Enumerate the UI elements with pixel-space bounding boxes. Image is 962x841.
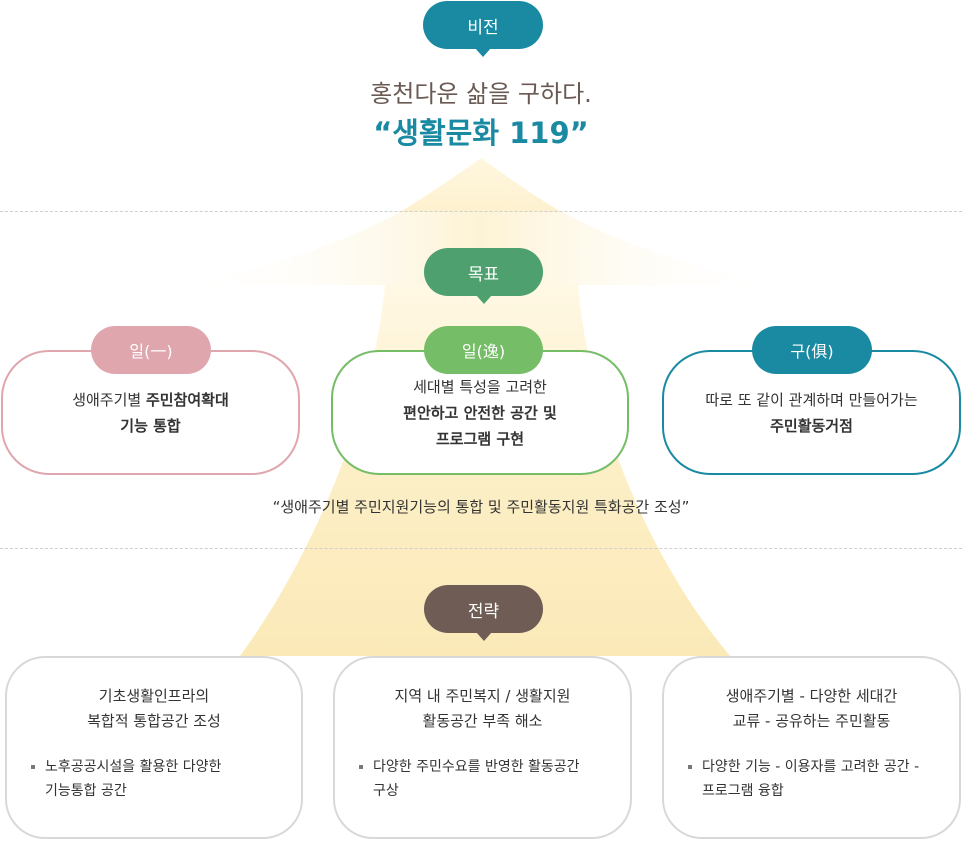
strategy-1-bullet-line2: 기능통합 공간: [45, 783, 127, 799]
vision-label-pill: 비전: [423, 1, 543, 57]
goal-2-line3: 프로그램 구현: [435, 429, 525, 448]
strategy-3-title-line1: 생애주기별 - 다양한 세대간: [725, 687, 898, 705]
strategy-2-title-line1: 지역 내 주민복지 / 생활지원: [394, 687, 571, 705]
goal-1-text-normal: 생애주기별: [72, 390, 146, 409]
goal-3-line1: 따로 또 같이 관계하며 만들어가는: [705, 390, 918, 409]
bullet-square-icon: [359, 765, 363, 769]
strategy-1-bullet-line1: 노후공공시설을 활용한 다양한: [45, 759, 222, 775]
strategy-2-bullet-line2: 구상: [373, 783, 399, 799]
strategy-2-title-line2: 활동공간 부족 해소: [422, 712, 543, 730]
vision-statement: 홍천다운 삶을 구하다.: [370, 80, 592, 108]
strategy-3-bullet: 다양한 기능 - 이용자를 고려한 공간 - 프로그램 융합: [688, 755, 935, 803]
strategy-2-bullet: 다양한 주민수요를 반영한 활동공간 구상: [359, 755, 606, 803]
strategy-label: 전략: [467, 601, 500, 622]
section-divider-2: [0, 548, 962, 549]
goal-label-pill: 목표: [424, 248, 543, 304]
section-divider-1: [0, 211, 962, 212]
strategy-1-title-line1: 기초생활인프라의: [98, 687, 210, 705]
vision-slogan: “생활문화 119”: [373, 116, 589, 150]
goal-label: 목표: [467, 264, 500, 285]
goal-tag-3: 구(俱): [752, 326, 872, 374]
strategy-3-bullet-line2: 프로그램 융합: [702, 783, 784, 799]
goal-2-line1: 세대별 특성을 고려한: [413, 377, 547, 396]
strategy-box-1: 기초생활인프라의 복합적 통합공간 조성 노후공공시설을 활용한 다양한 기능통…: [5, 656, 303, 839]
bullet-square-icon: [31, 765, 35, 769]
strategy-3-title: 생애주기별 - 다양한 세대간 교류 - 공유하는 주민활동: [688, 684, 935, 734]
strategy-3-bullet-line1: 다양한 기능 - 이용자를 고려한 공간 -: [702, 759, 920, 775]
goal-1-line1: 생애주기별 주민참여확대: [72, 387, 229, 413]
goal-1-line2: 기능 통합: [120, 416, 181, 435]
strategy-2-bullet-line1: 다양한 주민수요를 반영한 활동공간: [373, 759, 580, 775]
strategy-1-title-line2: 복합적 통합공간 조성: [87, 712, 221, 730]
goal-summary: “생애주기별 주민지원기능의 통합 및 주민활동지원 특화공간 조성”: [272, 498, 690, 516]
goal-1-text-strong: 주민참여확대: [145, 390, 229, 409]
strategy-3-title-line2: 교류 - 공유하는 주민활동: [732, 712, 891, 730]
strategy-2-title: 지역 내 주민복지 / 생활지원 활동공간 부족 해소: [359, 684, 606, 734]
bullet-square-icon: [688, 765, 692, 769]
goal-2-line2: 편안하고 안전한 공간 및: [403, 403, 557, 422]
strategy-box-2: 지역 내 주민복지 / 생활지원 활동공간 부족 해소 다양한 주민수요를 반영…: [333, 656, 632, 839]
goal-3-line2: 주민활동거점: [770, 416, 853, 435]
goal-tag-1: 일(一): [91, 326, 211, 374]
strategy-box-3: 생애주기별 - 다양한 세대간 교류 - 공유하는 주민활동 다양한 기능 - …: [662, 656, 961, 839]
vision-label: 비전: [467, 17, 499, 38]
strategy-1-bullet: 노후공공시설을 활용한 다양한 기능통합 공간: [31, 755, 277, 803]
strategy-1-title: 기초생활인프라의 복합적 통합공간 조성: [31, 684, 277, 734]
goal-tag-2: 일(逸): [424, 326, 543, 374]
strategy-label-pill: 전략: [424, 585, 543, 641]
